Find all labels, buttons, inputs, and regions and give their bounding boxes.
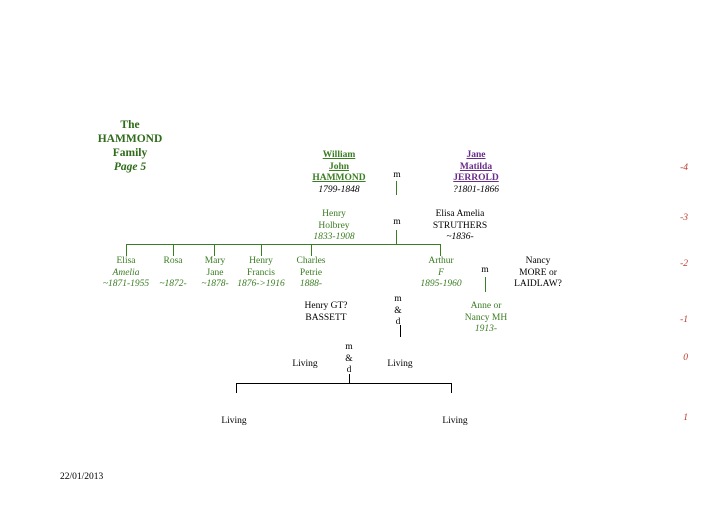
title-page: Page 5	[113, 161, 147, 173]
person-anne-nancy-mh: Anne or Nancy MH 1913-	[464, 301, 508, 334]
sibling-bar-gen-minus1	[236, 383, 452, 384]
person-living-child-right: Living	[442, 416, 468, 426]
drop-rosa	[173, 244, 174, 256]
child-henry-francis: Henry Francis 1876->1916	[237, 256, 285, 289]
level-label-minus-1: -1	[680, 315, 688, 325]
page-title-block: The HAMMOND Family Page 5	[80, 118, 180, 174]
drop-henry-francis	[261, 244, 262, 256]
level-label-minus-2: -2	[680, 259, 688, 269]
sibling-bar-gen2	[126, 244, 441, 245]
person-living-gen0-left: Living	[292, 359, 318, 369]
child-elisa-amelia: Elisa Amelia ~1871-1955	[102, 256, 150, 289]
title-family-name: HAMMOND	[97, 133, 163, 145]
marriage-label-gen3: m	[393, 217, 401, 227]
child-mary-jane: Mary Jane ~1878-	[201, 256, 229, 289]
person-nancy-more-laidlaw: Nancy MORE or LAIDLAW?	[514, 256, 562, 289]
level-label-minus-3: -3	[680, 213, 688, 223]
child-charles-petrie: Charles Petrie 1888-	[296, 256, 326, 289]
descent-line-gen4	[396, 181, 397, 195]
person-elisa-struthers: Elisa Amelia STRUTHERS ~1836-	[432, 209, 488, 242]
drop-charles	[311, 244, 312, 256]
level-label-0: 0	[683, 353, 688, 363]
descent-line-gen0	[349, 374, 350, 383]
marriage-divorce-label-gen0: m & d	[345, 342, 353, 375]
drop-mary	[214, 244, 215, 256]
drop-living-left	[236, 383, 237, 393]
person-living-child-left: Living	[221, 416, 247, 426]
drop-arthur	[440, 244, 441, 256]
descent-line-gen2	[485, 277, 486, 292]
marriage-label-gen2: m	[481, 265, 489, 275]
person-jane-jerrold: Jane Matilda JERROLD ?1801-1866	[453, 150, 499, 195]
person-henry-bassett: Henry GT? BASSETT	[304, 301, 348, 323]
title-the: The	[120, 119, 140, 131]
marriage-label-gen4: m	[393, 170, 401, 180]
footer-date: 22/01/2013	[60, 472, 104, 482]
person-living-gen0-right: Living	[387, 359, 413, 369]
person-henry-holbrey: Henry Holbrey 1833-1908	[313, 209, 355, 242]
descent-line-gen1	[400, 325, 401, 337]
level-label-1: 1	[683, 413, 688, 423]
descent-line-gen3	[396, 230, 397, 244]
child-arthur-f: Arthur F 1895-1960	[420, 256, 462, 289]
drop-elisa	[126, 244, 127, 256]
title-family-word: Family	[112, 147, 148, 159]
drop-living-right	[451, 383, 452, 393]
marriage-divorce-label-gen1: m & d	[394, 294, 402, 327]
person-william-hammond: William John HAMMOND 1799-1848	[312, 150, 366, 195]
child-rosa: Rosa ~1872-	[159, 256, 187, 289]
level-label-minus-4: -4	[680, 163, 688, 173]
